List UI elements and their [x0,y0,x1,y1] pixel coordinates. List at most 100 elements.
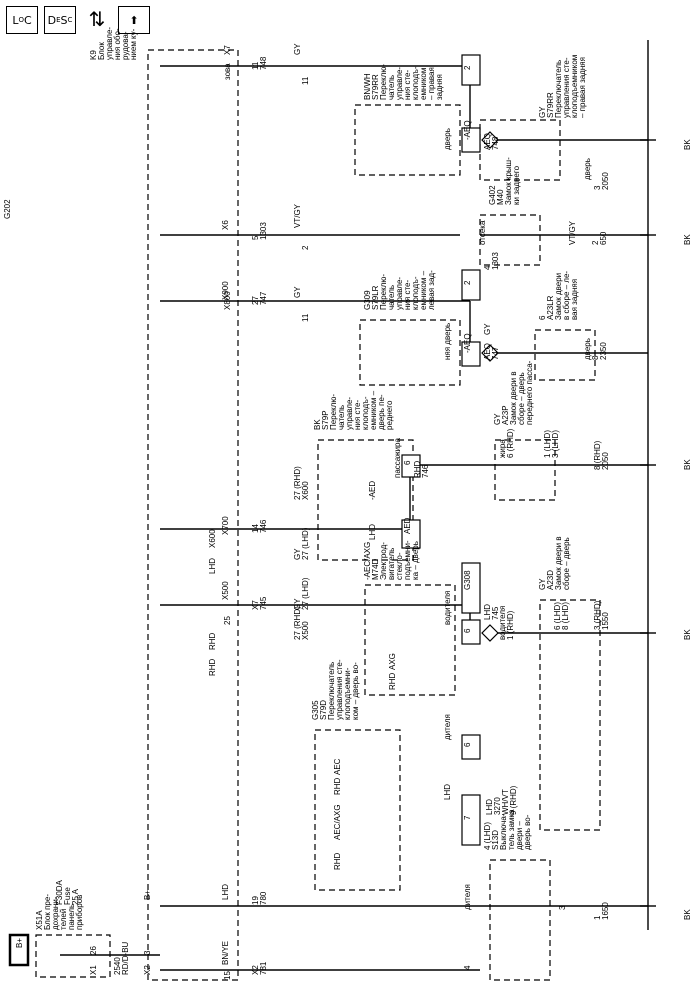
diagram-label: X800 [223,291,232,310]
diagram-label: S79LR [371,285,380,310]
diagram-label: панель [67,904,76,930]
diagram-label: X1 [89,965,98,975]
diagram-label: управления сте- [562,57,571,118]
diagram-label: S13D [491,830,500,850]
diagram-label: X500 [221,581,230,600]
diagram-label: рудова- [121,31,130,60]
diagram-label: – правая задняя [578,57,587,118]
diagram-label: в сборе – ле- [562,271,571,320]
diagram-label: 2540 [113,957,122,975]
diagram-label: Блок пре- [43,894,52,930]
diagram-label: G305 [311,700,320,720]
diagram-label: вигатель [387,548,396,580]
box-labels [8,54,481,967]
diagram-label: 14 [251,524,260,533]
diagram-label: BK [683,629,692,640]
diagram-label: ка – дверь [411,541,420,580]
diagram-label: 3 (RHD) [593,600,602,630]
diagram-label: 4 [483,265,492,270]
diagram-label: управле- [105,27,114,60]
diagram-label: отсека [478,220,487,245]
diagram-label: RHD [413,460,422,478]
diagram-label: Выключа- [499,813,508,850]
diagram-label: AXG [388,653,397,670]
diagram-label: 1 (RHD) [506,610,515,640]
diagram-label: GY [538,106,547,118]
diagram-label: AEC/AXG [333,804,342,840]
diagram-label: 1550 [601,612,610,630]
diagram-label: ки заднего [512,165,521,205]
diagram-label: 747 [491,346,500,360]
diagram-label: 748 [491,136,500,150]
dashed-boxes [35,49,601,981]
diagram-label: G402 [488,185,497,205]
diagram-label: BK [683,909,692,920]
diagram-label: GY [493,413,502,425]
diagram-label: GY [483,323,492,335]
diagram-label: VT/GY [568,220,577,245]
diagram-label: A23D [546,570,555,590]
diagram-label: G202 [3,199,12,219]
diagram-label: B+ [15,938,24,948]
diagram-label: 7 [463,815,472,820]
diagram-label: 1303 [491,252,500,270]
diagram-label: Переклю- [379,274,388,310]
diagram-label: клоподъ- [361,396,370,430]
diagram-label: 745 [259,596,268,610]
diagram-label: 3 (LHD) [551,430,560,458]
diagram-label: M74D [371,558,380,580]
diagram-label: BK [313,419,322,430]
diagram-label: X7 [223,45,232,55]
diagram-label: реднего [385,400,394,430]
diagram-label: 745 [491,606,500,620]
diagram-label: 11 [251,61,260,70]
diagram-label: X6 [221,220,230,230]
diagram-label: 19 [251,896,260,905]
diagram-label: 3 [558,905,567,910]
diagram-label: 6 [463,742,472,747]
diagram-label: управления сте- [335,659,344,720]
diagram-label: вая задняя [570,279,579,320]
diagram-label: RHD [333,852,342,870]
diagram-label: G309 [363,290,372,310]
diagram-label: LHD [485,799,494,815]
diagram-label: двери – [515,821,524,850]
diagram-label: 27 (RHD) [293,466,302,500]
diagram-label: 2 [301,245,310,250]
diagram-label: 3 [143,950,152,955]
wrench-swap-icon[interactable]: ⇅ [82,6,112,32]
diagram-label: 25 A [71,888,80,905]
diagram-label: 650 [599,231,608,245]
diagram-label: GY [538,578,547,590]
diagram-label: клоподъемни- [343,667,352,720]
diagram-label: RHD [388,672,397,690]
diagram-label: X700 [221,516,230,535]
diagram-label: -AEC/AXG [363,542,372,580]
diagram-label: X51A [35,910,44,930]
diagram-label: управле- [395,277,404,310]
diagram-label: 8 [591,355,600,360]
diagram-label: 27 [251,296,260,305]
diagram-label: 15 [223,971,232,980]
arrow-up-icon[interactable]: ⬆ [118,6,150,34]
diagram-label: тель замка [507,809,516,850]
diagram-label: пассажира [393,438,402,479]
diagram-label: переднего пасса- [525,360,534,425]
diagram-label: B+ [143,890,152,900]
diagram-label: 8 (LHD) [561,602,570,630]
diagram-label: 6 [538,315,547,320]
diagram-label: задняя [435,74,444,100]
diagram-label: управле- [395,67,404,100]
diagram-label: стекло- [395,552,404,580]
diagram-label: жира [498,439,507,458]
diagram-label: X600 [208,529,217,548]
diagram-label: 25 [223,616,232,625]
diagram-label: 747 [259,291,268,305]
diagram-label: 11 [301,313,310,322]
diagram-label: 2 [463,65,472,70]
diagram-label: BN/YE [221,941,230,965]
diagram-label: BK [683,139,692,150]
diagram-label: Переклю- [379,64,388,100]
